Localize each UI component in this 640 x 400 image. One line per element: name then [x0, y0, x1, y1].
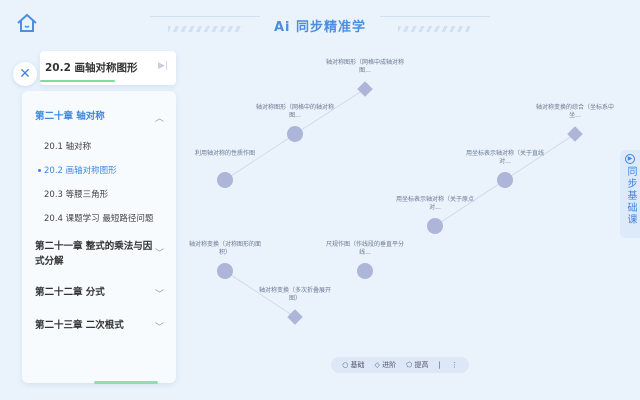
knowledge-node-diamond[interactable]: [567, 126, 583, 142]
knowledge-node-circle[interactable]: [287, 126, 303, 142]
knowledge-node-label[interactable]: 轴对称图形（网格中的轴对称图...: [255, 104, 334, 119]
chapter-list: 第二十章 轴对称 ︿ 20.1 轴对称 20.2 画轴对称图形 20.3 等腰三…: [22, 91, 176, 384]
home-icon[interactable]: [16, 13, 38, 33]
sync-course-label: 同步基础课: [625, 166, 636, 226]
section-20-2[interactable]: 20.2 画轴对称图形: [38, 166, 117, 176]
connector: [224, 270, 296, 318]
chevron-down-icon[interactable]: ﹀: [154, 249, 164, 259]
legend-basic: ○ 基础: [342, 361, 365, 369]
lesson-header: 20.2 画轴对称图形 ▶|: [40, 51, 176, 85]
legend-basic-label: 基础: [350, 361, 365, 369]
knowledge-node-diamond[interactable]: [357, 81, 373, 97]
knowledge-node-label[interactable]: 轴对称变换的综合（坐标系中坐...: [535, 104, 614, 119]
connector: [294, 88, 366, 135]
chapter-21[interactable]: 第二十一章 整式的乘法与因式分解: [35, 241, 153, 267]
close-button[interactable]: ✕: [13, 62, 37, 86]
legend-advanced: ◇ 进阶: [374, 361, 397, 369]
section-20-4[interactable]: 20.4 课题学习 最短路径问题: [44, 214, 154, 224]
more-icon[interactable]: ⋮: [450, 361, 458, 369]
legend-improve: ⬠ 提高: [406, 361, 429, 369]
knowledge-node-label[interactable]: 尺规作图（作线段的垂直平分线...: [325, 241, 404, 256]
scroll-indicator: [94, 381, 158, 384]
header-decoration: [150, 16, 260, 17]
knowledge-node-label[interactable]: 利用轴对称的性质作图: [194, 150, 255, 157]
lesson-progress-bar: [40, 80, 115, 82]
sync-course-tab[interactable]: ▶ 同步基础课: [620, 150, 640, 238]
knowledge-node-label[interactable]: 用坐标表示轴对称（关于原点对...: [395, 196, 474, 211]
header-decoration: [168, 26, 243, 32]
knowledge-node-circle[interactable]: [357, 263, 373, 279]
legend-improve-label: 提高: [414, 361, 429, 369]
chevron-up-icon[interactable]: ︿: [154, 114, 164, 124]
app-title: Ai 同步精准学: [273, 20, 367, 35]
divider: |: [438, 361, 441, 369]
knowledge-node-label[interactable]: 轴对称图形（网格中成轴对称图...: [325, 59, 404, 74]
play-icon: ▶: [625, 154, 635, 164]
chapter-22[interactable]: 第二十二章 分式: [35, 287, 105, 298]
chapter-20[interactable]: 第二十章 轴对称: [35, 111, 105, 122]
connector: [504, 133, 576, 181]
section-20-3[interactable]: 20.3 等腰三角形: [44, 190, 109, 200]
chevron-down-icon[interactable]: ﹀: [154, 323, 164, 333]
knowledge-node-circle[interactable]: [217, 172, 233, 188]
knowledge-node-label[interactable]: 轴对称变换（多次折叠展开图）: [258, 287, 331, 302]
skip-next-icon[interactable]: ▶|: [158, 61, 168, 71]
legend: ○ 基础 ◇ 进阶 ⬠ 提高 | ⋮: [331, 357, 469, 373]
chevron-down-icon[interactable]: ﹀: [154, 290, 164, 300]
connector: [224, 133, 296, 181]
section-20-1[interactable]: 20.1 轴对称: [44, 142, 92, 152]
knowledge-node-circle[interactable]: [217, 263, 233, 279]
connector: [434, 179, 506, 227]
header-decoration: [398, 26, 473, 32]
knowledge-node-diamond[interactable]: [287, 309, 303, 325]
knowledge-node-circle[interactable]: [427, 218, 443, 234]
knowledge-node-label[interactable]: 用坐标表示轴对称（关于直线对...: [465, 150, 544, 165]
knowledge-node-circle[interactable]: [497, 172, 513, 188]
chapter-23[interactable]: 第二十三章 二次根式: [35, 320, 124, 331]
legend-advanced-label: 进阶: [382, 361, 397, 369]
header-decoration: [380, 16, 490, 17]
knowledge-node-label[interactable]: 轴对称变换（对称图形的面积）: [188, 241, 261, 256]
lesson-title: 20.2 画轴对称图形: [45, 62, 138, 74]
